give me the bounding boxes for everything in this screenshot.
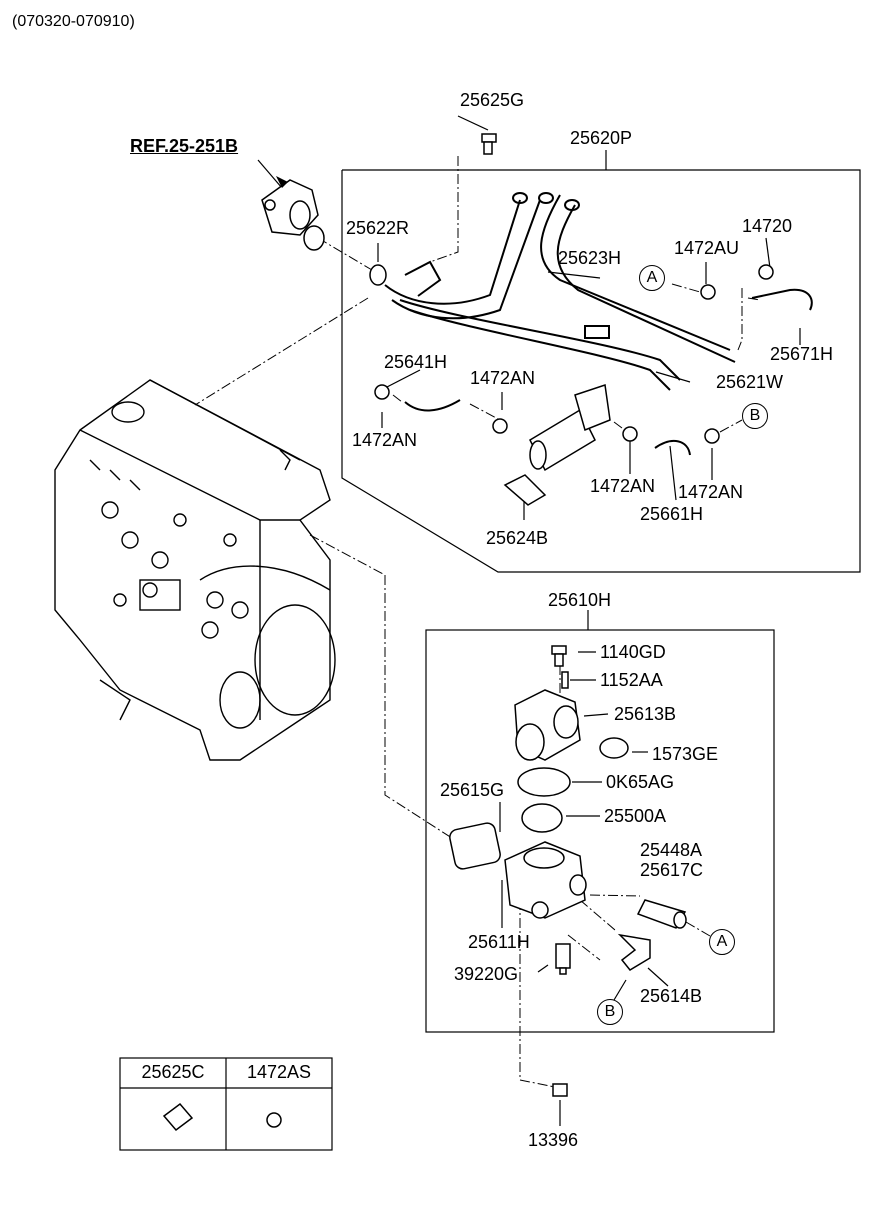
part-label-25615g[interactable]: 25615G [440,780,505,800]
outlet-pipe-drawing [529,384,611,472]
part-label-39220g[interactable]: 39220G [454,964,519,984]
clip-25625c-drawing [162,1102,194,1132]
part-label-25625g[interactable]: 25625G [460,90,525,110]
part-label-25623h[interactable]: 25623H [558,248,622,268]
reference-link[interactable]: REF.25-251B [130,136,239,156]
part-label-25641h[interactable]: 25641H [384,352,448,372]
water-pipe-assembly-drawing [384,192,736,391]
legend-col2-header[interactable]: 1472AS [246,1062,312,1082]
part-label-1472au[interactable]: 1472AU [674,238,740,258]
hose-25641h-drawing [404,399,461,412]
part-label-25661h[interactable]: 25661H [640,504,704,524]
part-label-1140gd[interactable]: 1140GD [600,642,666,662]
bracket-drawing [503,474,547,506]
hose-ring-drawing [599,737,629,759]
hose-25671h-drawing [751,288,813,311]
seal-25615g-drawing [449,822,501,870]
bolt-1140gd-drawing [551,645,567,667]
upper-assembly-frame [341,169,861,573]
part-label-1472an-d[interactable]: 1472AN [678,482,744,502]
part-label-25621w[interactable]: 25621W [716,372,784,392]
engine-block-drawing [54,379,336,761]
part-label-25613b[interactable]: 25613B [614,704,677,724]
part-label-1152aa[interactable]: 1152AA [600,670,663,690]
part-label-25671h[interactable]: 25671H [770,344,834,364]
water-outlet-fitting-drawing [261,179,325,251]
bolt-drawing [481,133,497,155]
clamp-1472as-drawing [266,1112,282,1128]
pin-drawing [561,671,569,689]
part-label-25617c[interactable]: 25617C [640,860,704,880]
hose-25614b-drawing [617,933,651,971]
connector-b-upper: B [742,403,768,429]
connector-a-lower: A [709,929,735,955]
part-label-25448a[interactable]: 25448A [640,840,703,860]
hose-clamps-drawing [374,264,774,444]
part-label-0k65ag[interactable]: 0K65AG [606,772,675,792]
thermostat-housing-cover-drawing [514,689,581,761]
part-label-25610h[interactable]: 25610H [548,590,612,610]
part-label-1472an-b[interactable]: 1472AN [352,430,418,450]
part-label-25620p[interactable]: 25620P [570,128,633,148]
part-label-13396[interactable]: 13396 [528,1130,579,1150]
sensor-drawing [555,943,571,975]
connector-a-upper: A [639,265,665,291]
lower-assembly-frame [425,629,775,1033]
drain-plug-drawing [552,1083,568,1097]
part-label-1573ge[interactable]: 1573GE [652,744,719,764]
hose-25661h-drawing [654,439,691,456]
part-label-25611h[interactable]: 25611H [468,932,530,952]
part-label-1472an-c[interactable]: 1472AN [590,476,656,496]
thermostat-housing-drawing [504,841,587,919]
part-label-14720[interactable]: 14720 [742,216,793,236]
thermostat-drawing [521,803,563,833]
legend-col1-header[interactable]: 25625C [141,1062,205,1082]
o-ring-drawing [369,264,387,286]
gasket-drawing [517,767,571,797]
connector-b-lower: B [597,999,623,1025]
part-label-25624b[interactable]: 25624B [486,528,549,548]
part-label-1472an-a[interactable]: 1472AN [470,368,536,388]
part-label-25614b[interactable]: 25614B [640,986,703,1006]
part-label-25500a[interactable]: 25500A [604,806,667,826]
part-label-25622r[interactable]: 25622R [346,218,410,238]
hose-25617c-drawing [636,899,687,929]
date-range-label: (070320-070910) [12,13,135,30]
